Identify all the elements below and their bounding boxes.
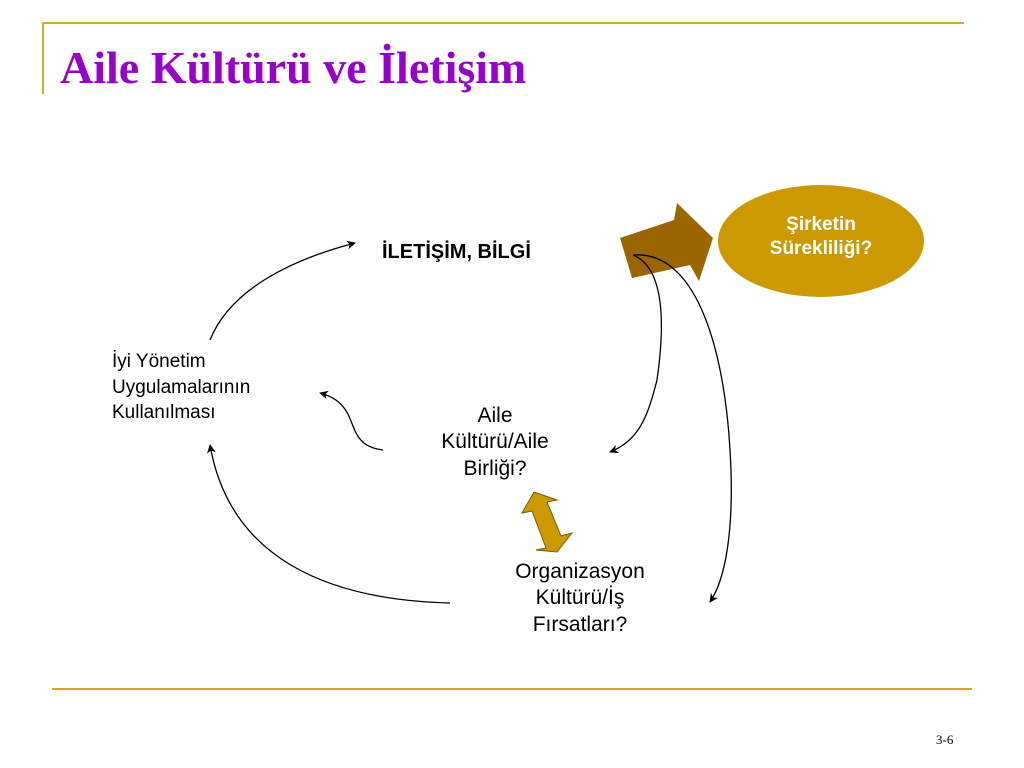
org-line-1: Organizasyon (515, 560, 645, 583)
frame-bottom-line (52, 688, 972, 690)
node-aile-kulturu: Aile Kültürü/Aile Birliği? (400, 403, 590, 482)
arrow-iyi-to-iletisim (209, 240, 356, 341)
org-line-3: Fırsatları? (532, 612, 628, 636)
arrow-aile-to-iyi (319, 390, 384, 451)
node-organizasyon: Organizasyon Kültürü/İş Fırsatları? (478, 559, 682, 638)
arrow-org-to-iyi (206, 444, 451, 604)
arrow-iletisim-to-aile (609, 254, 663, 454)
arrow-iletisim-to-org (632, 254, 732, 603)
aile-line-3: Birliği? (463, 456, 527, 480)
page-number: 3-6 (936, 732, 954, 747)
aile-line-1: Aile (477, 404, 513, 427)
iyi-yonetim-line-1: İyi Yönetim (112, 351, 206, 372)
slide-title: Aile Kültürü ve İletişim (60, 42, 527, 93)
node-iyi-yonetim: İyi Yönetim Uygulamalarının Kullanılması (112, 349, 250, 426)
iyi-yonetim-line-2: Uygulamalarının (112, 376, 251, 398)
node-iletisim-bilgi: İLETİŞİM, BİLGİ (382, 241, 531, 263)
sirket-line-2: Sürekliliği? (769, 237, 873, 259)
org-line-2: Kültürü/İş (535, 586, 625, 610)
frame-left-line (42, 22, 44, 94)
aile-line-2: Kültürü/Aile (441, 430, 549, 454)
iyi-yonetim-line-3: Kullanılması (112, 402, 216, 424)
node-sirket-surekliligi: Şirketin Sürekliliği? (718, 213, 924, 261)
block-arrow (620, 203, 713, 281)
sirket-line-1: Şirketin (786, 214, 856, 235)
sirket-ellipse (718, 185, 924, 297)
frame-top-line (42, 22, 964, 24)
double-arrow (521, 491, 574, 553)
